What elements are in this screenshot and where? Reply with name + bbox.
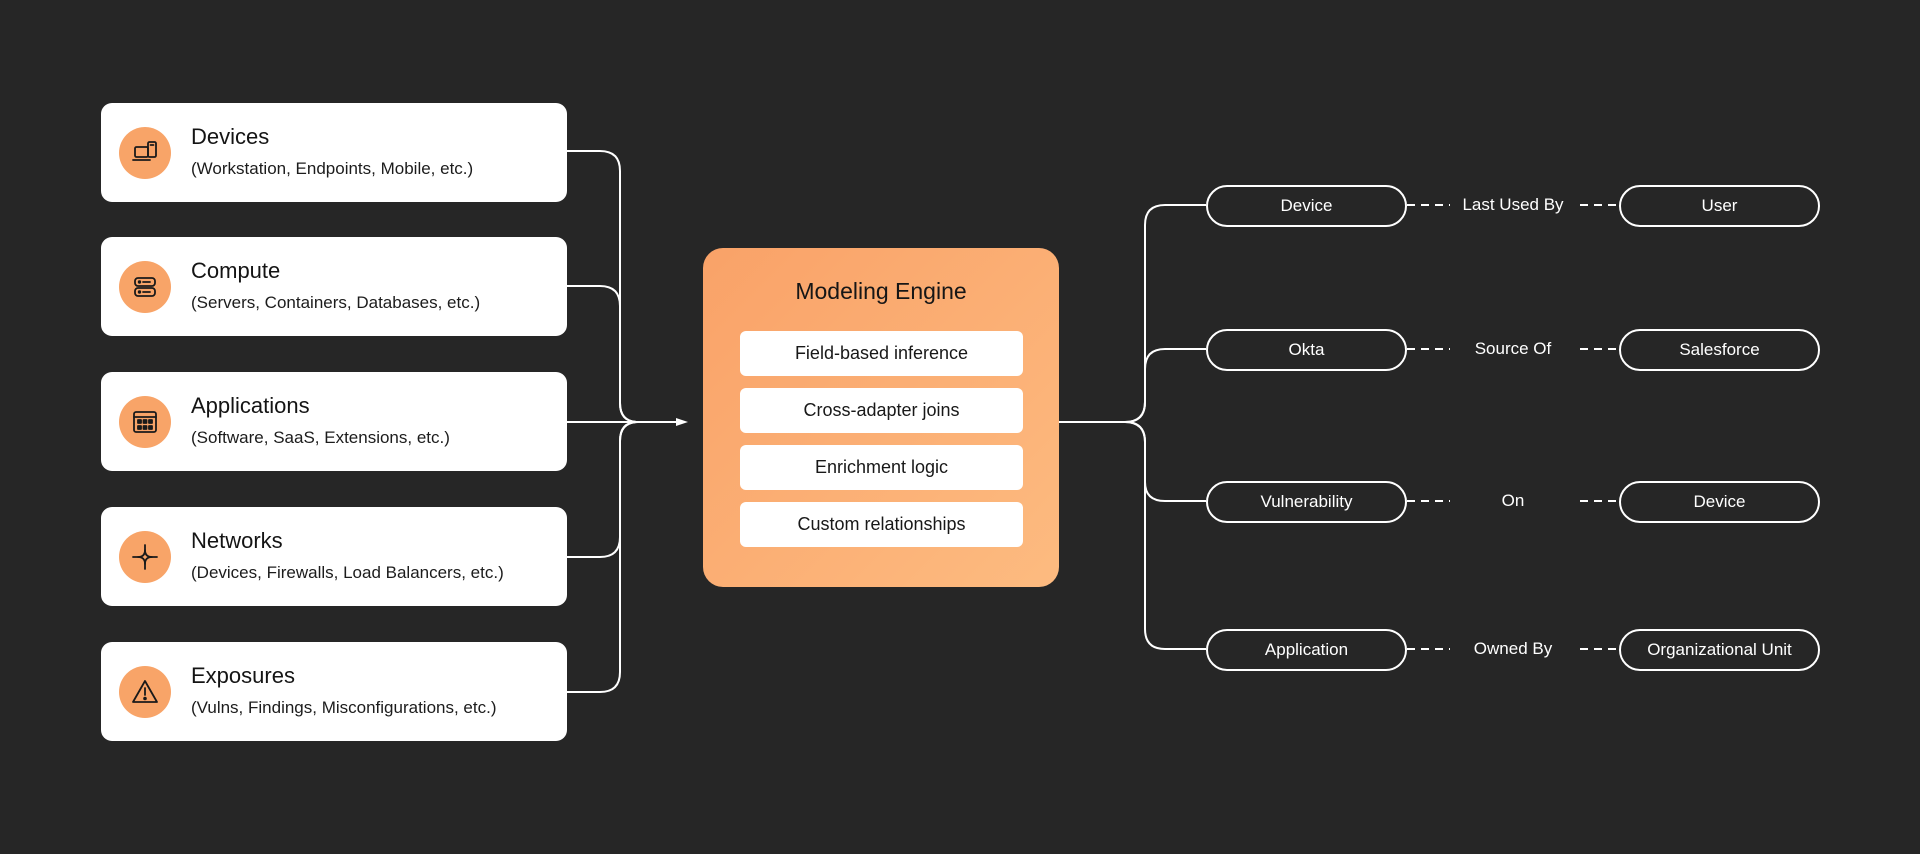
feature-cross-adapter-joins: Cross-adapter joins [740,388,1023,433]
connector-application-branch [1059,421,1206,650]
card-subtitle: (Servers, Containers, Databases, etc.) [191,293,481,312]
connector-exposures [567,421,639,693]
source-card-exposures: Exposures (Vulns, Findings, Misconfigura… [101,642,567,741]
connector-compute [567,285,639,423]
relationship-label: Last Used By [1462,195,1564,214]
network-icon [119,531,171,583]
entity-pill-salesforce: Salesforce [1619,329,1820,371]
entity-pill-device: Device [1206,185,1407,227]
feature-custom-relationships: Custom relationships [740,502,1023,547]
relationship-label: Source Of [1474,339,1552,358]
card-title: Devices [191,124,270,149]
warning-triangle-icon [119,666,171,718]
engine-title: Modeling Engine [795,278,967,304]
source-card-devices: Devices (Workstation, Endpoints, Mobile,… [101,103,567,202]
entity-pill-device: Device [1619,481,1820,523]
entity-pill-vulnerability: Vulnerability [1206,481,1407,523]
card-subtitle: (Devices, Firewalls, Load Balancers, etc… [191,563,504,582]
entity-pill-application: Application [1206,629,1407,671]
connector-okta-branch [1059,348,1206,423]
application-grid-icon [119,396,171,448]
connector-vulnerability-branch [1059,421,1206,502]
card-title: Networks [191,528,283,553]
card-subtitle: (Vulns, Findings, Misconfigurations, etc… [191,698,497,717]
arrow-head [676,418,688,426]
relationship-label: Owned By [1473,639,1553,658]
entity-pill-user: User [1619,185,1820,227]
card-subtitle: (Workstation, Endpoints, Mobile, etc.) [191,159,474,178]
modeling-engine: Modeling Engine Field-based inference Cr… [703,248,1059,587]
source-card-applications: Applications (Software, SaaS, Extensions… [101,372,567,471]
card-title: Compute [191,258,281,283]
source-card-networks: Networks (Devices, Firewalls, Load Balan… [101,507,567,606]
card-subtitle: (Software, SaaS, Extensions, etc.) [191,428,450,447]
card-title: Exposures [191,663,295,688]
feature-field-based-inference: Field-based inference [740,331,1023,376]
connector-device-branch [1059,204,1206,423]
server-icon [119,261,171,313]
relationship-label: On [1501,491,1525,510]
connector-networks [567,421,639,558]
feature-enrichment-logic: Enrichment logic [740,445,1023,490]
devices-icon [119,127,171,179]
source-card-compute: Compute (Servers, Containers, Databases,… [101,237,567,336]
entity-pill-organizational-unit: Organizational Unit [1619,629,1820,671]
card-title: Applications [191,393,310,418]
entity-pill-okta: Okta [1206,329,1407,371]
